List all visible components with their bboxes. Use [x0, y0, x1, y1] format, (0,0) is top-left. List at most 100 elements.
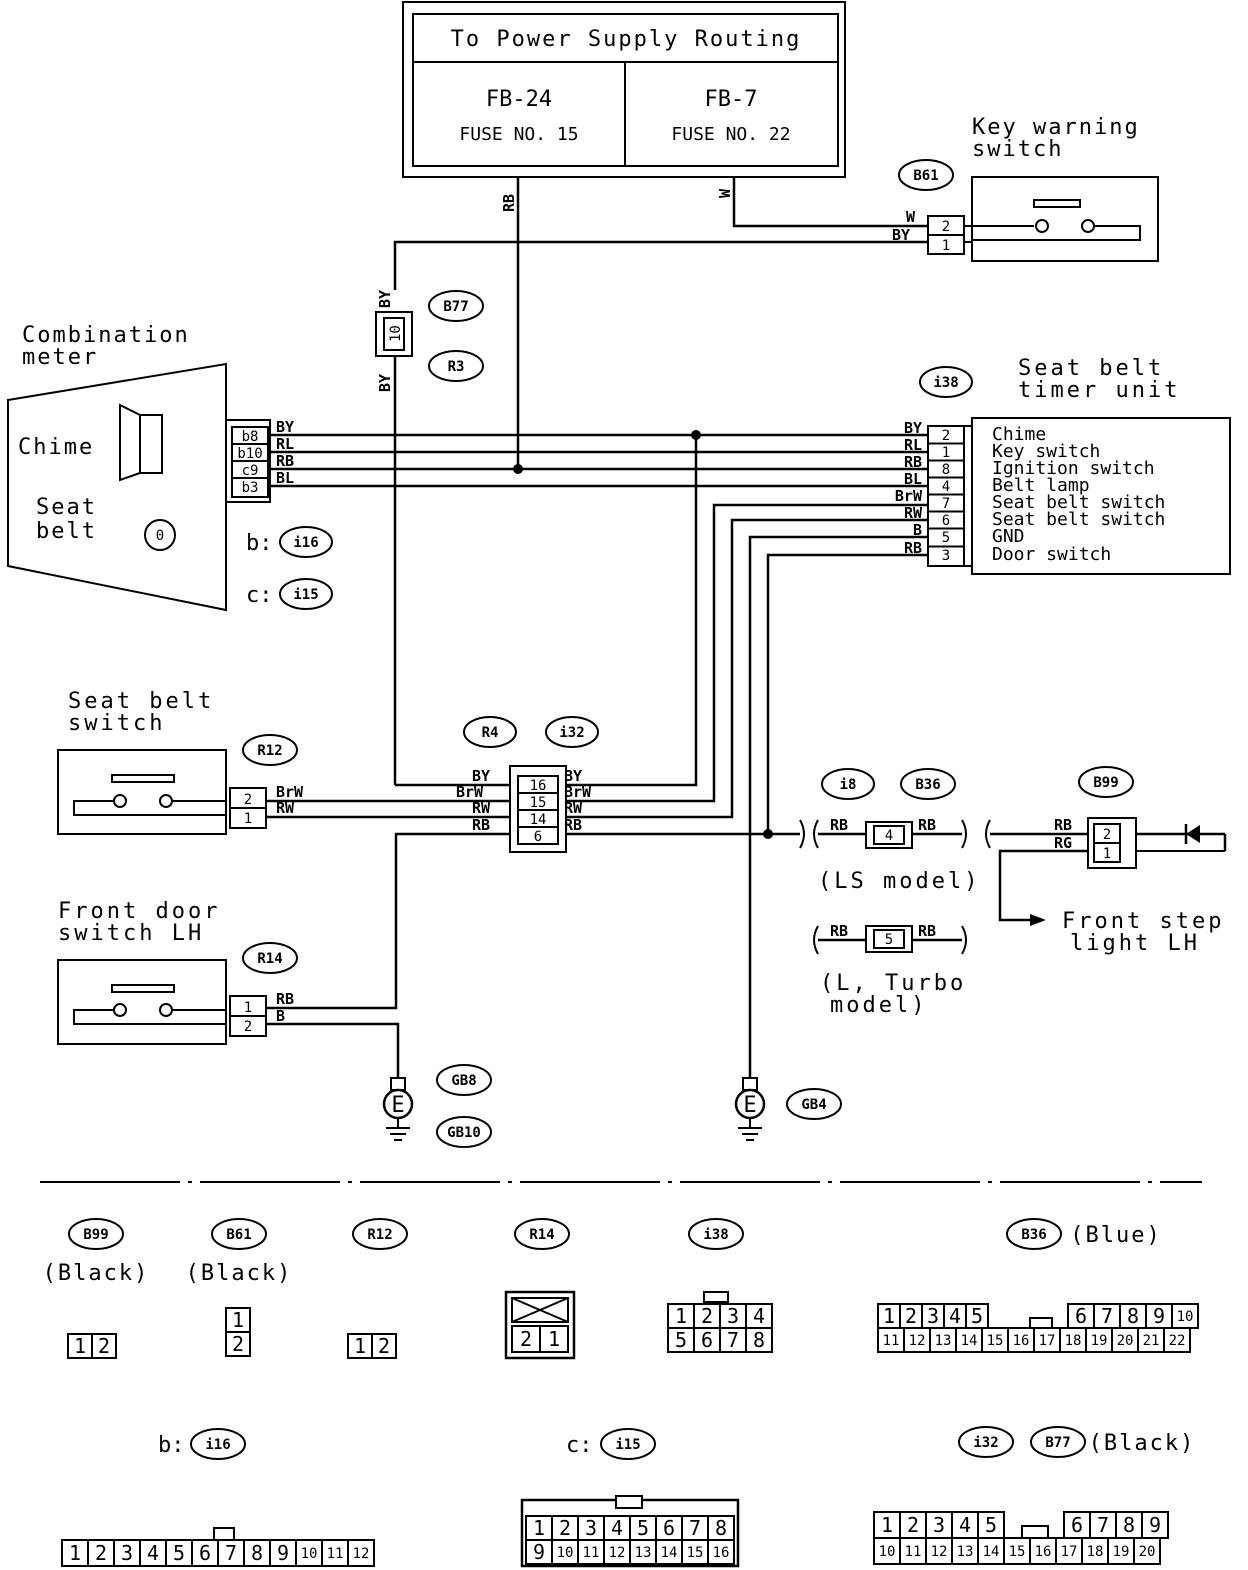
pin-number: 4: [753, 1304, 765, 1328]
legend-tag-i16: b: i16: [158, 1428, 246, 1460]
combination-meter-label: meter: [22, 345, 98, 370]
wires: [118, 177, 1225, 1078]
combination-meter: Combination meter Chime Seat belt 0 b8 b…: [7, 323, 294, 612]
svg-text:GB4: GB4: [801, 1097, 826, 1113]
wire-label-rb: RB: [276, 990, 294, 1008]
pin-number: 5: [675, 1328, 687, 1352]
wire-label-by: BY: [564, 767, 582, 785]
seat-belt-indicator-label: Seat: [36, 495, 97, 520]
pin-number: 12: [931, 1544, 948, 1560]
pin-cell: [525, 1539, 553, 1565]
svg-text:R3: R3: [448, 359, 465, 375]
seat-belt-switch-label: switch: [68, 711, 165, 736]
pin-number: 12: [353, 1546, 370, 1562]
pin-number: 2: [232, 1332, 244, 1356]
pin-number: 6: [534, 829, 542, 845]
connector-tag-gb4: GB4: [786, 1088, 842, 1120]
connector-latch: [615, 1495, 643, 1509]
pin-number: 13: [635, 1545, 652, 1561]
pin-number: 1: [533, 1516, 545, 1540]
pin-number: 3: [121, 1541, 133, 1565]
pin-number: 4: [949, 1304, 961, 1328]
pin-number: 4: [959, 1513, 971, 1537]
wire-label-rb: RB: [500, 194, 518, 212]
svg-text:i38: i38: [703, 1227, 728, 1243]
pin-number: 5: [985, 1513, 997, 1537]
pin-number: 6: [701, 1328, 713, 1352]
pin-number: 1: [881, 1513, 893, 1537]
l-turbo-model-label: model): [830, 993, 927, 1018]
pin-number: 14: [661, 1545, 678, 1561]
pin-cell: [295, 1539, 323, 1567]
timer-function-label: Seat belt switch: [992, 492, 1165, 513]
pin-number: 2: [378, 1334, 390, 1358]
connector-tag-i8: i8: [821, 768, 875, 800]
front-step-light-label: Front step: [1062, 909, 1224, 934]
power-supply-box: To Power Supply Routing FB-24 FUSE NO. 1…: [402, 1, 846, 178]
inline-fuse-10: 10 BY BY: [375, 290, 413, 392]
ground-symbol: E: [391, 1093, 404, 1118]
ls-model-label: (LS model): [818, 869, 980, 894]
svg-text:B61: B61: [226, 1227, 251, 1243]
timer-function-label: Door switch: [992, 544, 1111, 565]
pin-number: 18: [1065, 1333, 1082, 1349]
pin-number: 1: [1103, 846, 1111, 862]
connector-tag-b36: B36: [900, 768, 956, 800]
pin-number: 2: [905, 1304, 917, 1328]
timer-function-label: Seat belt switch: [992, 509, 1165, 530]
front-step-light-label: light LH: [1070, 931, 1200, 956]
pin-cell: [1137, 1327, 1165, 1353]
wire-label-rb: RB: [1054, 816, 1072, 834]
pin-cell: [139, 1539, 167, 1567]
wire-label-w: W: [906, 208, 916, 226]
belt-lamp-symbol: 0: [156, 528, 164, 544]
fuse-number-22: FUSE NO. 22: [671, 124, 790, 145]
connector-color: (Black): [186, 1261, 293, 1286]
power-box-title: To Power Supply Routing: [451, 27, 802, 52]
legend-grid-r14: [504, 1290, 576, 1360]
svg-text:R14: R14: [529, 1227, 554, 1243]
pin-cell: [951, 1537, 979, 1565]
pin-number: 5: [971, 1304, 983, 1328]
legend-tag-i38: i38: [688, 1218, 744, 1250]
timer-function-label: Ignition switch: [992, 458, 1155, 479]
pin-cell: [1141, 1511, 1169, 1539]
connector-latch: [213, 1527, 235, 1541]
pin-number: 11: [905, 1544, 922, 1560]
pin-cell: [929, 1327, 957, 1353]
timer-function-label: Belt lamp: [992, 475, 1090, 496]
pin-cell: [629, 1539, 657, 1565]
pin-number: 2: [95, 1541, 107, 1565]
connector-b99: 2 1 RB RG: [1054, 816, 1227, 869]
seat-belt-switch: Seat belt switch 2 1 BrW RW: [57, 689, 304, 835]
pin-cell: [1033, 1327, 1061, 1353]
wire-label-rb: RB: [472, 816, 490, 834]
svg-text:B77: B77: [1045, 1435, 1070, 1451]
svg-text:i32: i32: [973, 1435, 998, 1451]
pin-number: 8: [715, 1516, 727, 1540]
svg-text:B61: B61: [913, 168, 938, 184]
pin-number: 4: [885, 828, 893, 844]
wire-label-b: B: [276, 1007, 285, 1025]
ground-gb4: E: [734, 1077, 766, 1141]
pin-cell: [1107, 1537, 1135, 1565]
wire-label-by: BY: [472, 767, 490, 785]
svg-text:B36: B36: [1021, 1227, 1046, 1243]
junction-dot: [691, 430, 701, 440]
key-warning-switch: Key warning switch 2 1 W BY: [892, 115, 1159, 262]
pin-number: 6: [942, 513, 950, 529]
pin-number: 8: [1123, 1513, 1135, 1537]
pin-cell: [707, 1515, 735, 1541]
pin-number: 12: [609, 1545, 626, 1561]
connector-latch: [1021, 1525, 1049, 1539]
pin-number: 10: [301, 1546, 318, 1562]
pin-cell: [745, 1303, 773, 1329]
front-door-switch: Front door switch LH 1 2 RB B: [57, 899, 294, 1045]
pin-number: 14: [961, 1333, 978, 1349]
pin-number: 3: [942, 548, 950, 564]
pin-number: 2: [907, 1513, 919, 1537]
pin-number: 15: [987, 1333, 1004, 1349]
